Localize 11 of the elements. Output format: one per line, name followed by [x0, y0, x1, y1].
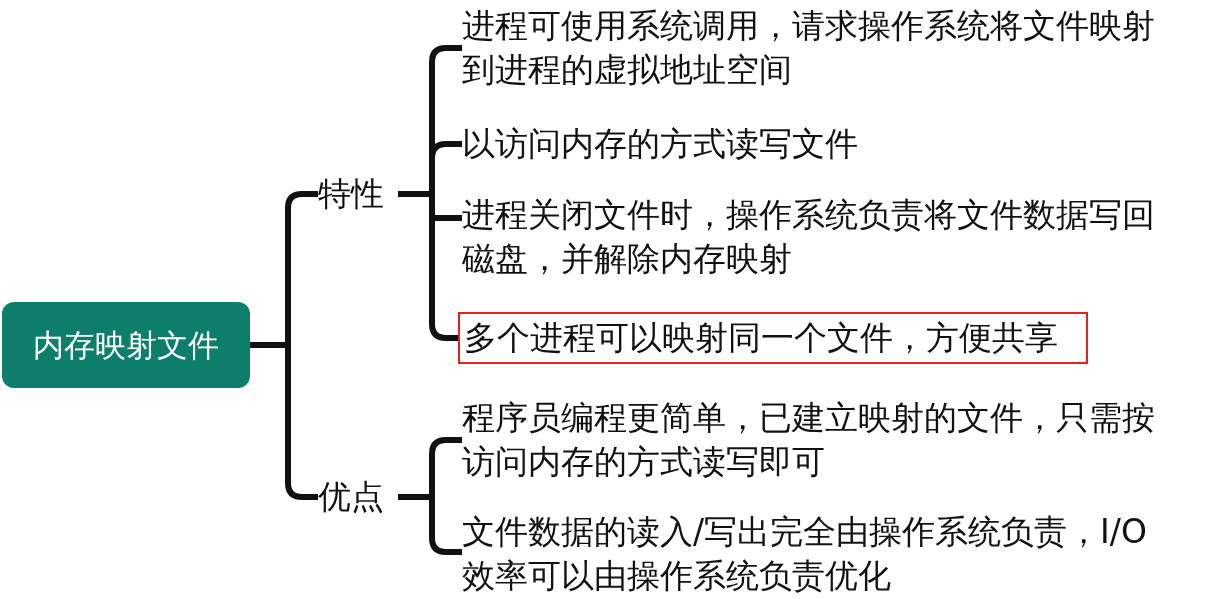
leaf-text: 文件数据的读入/写出完全由操作系统负责，I/O效率可以由操作系统负责优化: [462, 510, 1160, 598]
connector-line: [250, 342, 318, 500]
branch-label: 特性: [318, 172, 390, 216]
branch-label: 优点: [318, 475, 390, 519]
highlighted-text-box: 多个进程可以映射同一个文件，方便共享: [458, 312, 1088, 364]
leaf-text: 以访问内存的方式读写文件: [462, 122, 1168, 166]
leaf-text: 程序员编程更简单，已建立映射的文件，只需按访问内存的方式读写即可: [462, 396, 1168, 484]
connector-line: [398, 494, 462, 555]
root-box: 内存映射文件: [2, 302, 250, 388]
leaf-text: 进程关闭文件时，操作系统负责将文件数据写回磁盘，并解除内存映射: [462, 193, 1168, 281]
leaf-text: 进程可使用系统调用，请求操作系统将文件映射到进程的虚拟地址空间: [462, 4, 1168, 92]
